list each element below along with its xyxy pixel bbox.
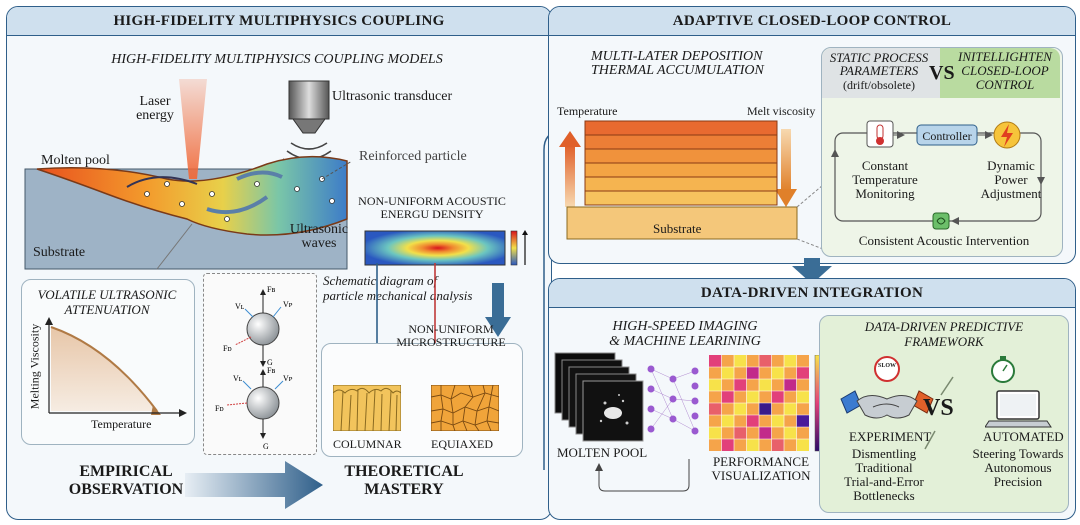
reinforced-particle-label: Reinforced particle bbox=[359, 149, 467, 164]
vs-slashes bbox=[924, 376, 954, 450]
laser-energy-label: Laser energy bbox=[136, 94, 174, 123]
controller-label[interactable]: Controller bbox=[922, 129, 972, 143]
ultrasonic-waves-label: Ultrasonic waves bbox=[289, 222, 349, 251]
slow-label: SLOW bbox=[877, 363, 896, 369]
molten-pool-caption: MOLTEN POOL bbox=[557, 445, 648, 460]
monitoring-label: Constant Temperature Monitoring bbox=[852, 158, 918, 201]
microstructure-title: NON-UNIFORM MICROSTRUCTURE bbox=[396, 322, 506, 349]
transducer-body bbox=[288, 80, 330, 120]
force-label-g-2: G bbox=[263, 442, 269, 451]
feedback-arrow bbox=[595, 459, 690, 492]
control-vs-label: VS bbox=[929, 62, 955, 84]
lightning-icon bbox=[993, 121, 1021, 149]
automated-laptop-icon bbox=[985, 356, 1052, 428]
cross-section-illustration bbox=[24, 79, 353, 270]
force-label-vp-1: Vᴘ bbox=[283, 300, 293, 309]
force-label-fd-1: Fᴅ bbox=[223, 344, 232, 353]
acoustic-intervention-label: Consistent Acoustic Intervention bbox=[858, 233, 1030, 248]
stopwatch-icon bbox=[991, 356, 1015, 383]
force-label-g-1: G bbox=[267, 358, 273, 367]
force-label-vl-2: Vʟ bbox=[233, 374, 243, 383]
particle-lower bbox=[226, 369, 284, 439]
equiaxed-grains bbox=[431, 385, 499, 431]
deposition-substrate-label: Substrate bbox=[653, 221, 702, 236]
transducer-tip bbox=[292, 118, 326, 134]
static-params-title: STATIC PROCESS PARAMETERS bbox=[829, 50, 929, 78]
schematic-label: Schematic diagram of particle mechanical… bbox=[323, 273, 473, 303]
equiaxed-label: EQUIAXED bbox=[431, 437, 493, 451]
acoustic-emitter-icon bbox=[932, 212, 950, 230]
imaging-title: HIGH-SPEED IMAGING & MACHINE LEARINING bbox=[609, 319, 761, 349]
models-subtitle: HIGH-FIDELITY MULTIPHYSICS COUPLING MODE… bbox=[111, 52, 443, 67]
molten-pool-shape bbox=[36, 155, 348, 236]
force-label-fd-2: Fᴅ bbox=[215, 404, 224, 413]
progression-arrow bbox=[185, 461, 323, 509]
deposition-stack bbox=[559, 120, 823, 250]
temperature-label: Temperature bbox=[557, 104, 618, 118]
attenuation-ylabel: Melting Viscosity bbox=[27, 323, 42, 410]
automated-label: AUTOMATED bbox=[983, 429, 1064, 444]
theoretical-label: THEORETICAL MASTERY bbox=[344, 463, 464, 498]
data-driven-panel-title: DATA-DRIVEN INTEGRATION bbox=[549, 279, 1075, 308]
transducer-label: Ultrasonic transducer bbox=[332, 89, 453, 104]
closed-loop-header bbox=[940, 48, 1060, 98]
closed-loop-panel-title: ADAPTIVE CLOSED-LOOP CONTROL bbox=[549, 7, 1075, 36]
framework-vs-label: VS bbox=[923, 395, 954, 421]
attenuation-xlabel: Temperature bbox=[91, 417, 152, 431]
force-label-vl-1: Vʟ bbox=[235, 302, 245, 311]
force-label-fb-1: Fʙ bbox=[267, 285, 275, 294]
columnar-label: COLUMNAR bbox=[333, 437, 402, 451]
performance-heatmap bbox=[709, 355, 823, 452]
empirical-label: EMPIRICAL OBSERVATION bbox=[68, 463, 184, 498]
experiment-label: EXPERIMENT bbox=[849, 429, 932, 444]
deposition-title: MULTI-LATER DEPOSITION THERMAL ACCUMULAT… bbox=[591, 49, 764, 78]
attenuation-title: VOLATILE ULTRASONIC ATTENUATION bbox=[37, 287, 177, 317]
data-driven-panel: DATA-DRIVEN INTEGRATION HIGH-SPEED IMAGI… bbox=[548, 278, 1076, 520]
closed-loop-title: INITELLIGHTEN CLOSED-LOOP CONTROL bbox=[958, 49, 1052, 92]
force-label-fb-2: Fʙ bbox=[267, 366, 275, 375]
columnar-grains bbox=[333, 385, 401, 431]
force-label-vp-2: Vᴘ bbox=[283, 374, 293, 383]
automated-description: Steering Towards Autonomous Precision bbox=[972, 446, 1064, 489]
force-diagram: Fʙ Vʟ Vᴘ Fᴅ G Fʙ Vʟ Vᴘ Fᴅ G bbox=[215, 285, 293, 451]
acoustic-density-map bbox=[364, 230, 528, 266]
acoustic-density-title: NON-UNIFORM ACOUSTIC ENERGU DENSITY bbox=[358, 194, 506, 221]
experiment-handshake-icon bbox=[840, 356, 934, 419]
multiphysics-panel: HIGH-FIDELITY MULTIPHYSICS COUPLING HIGH… bbox=[6, 6, 552, 520]
molten-pool-label: Molten pool bbox=[41, 153, 110, 168]
attenuation-chart bbox=[45, 317, 187, 417]
down-arrow-icon bbox=[485, 283, 511, 337]
performance-caption: PERFORMANCE VISUALIZATION bbox=[711, 454, 811, 483]
force-analysis-box bbox=[203, 273, 317, 455]
closed-loop-panel: ADAPTIVE CLOSED-LOOP CONTROL MULTI-LATER… bbox=[548, 6, 1076, 264]
substrate-label: Substrate bbox=[33, 245, 86, 260]
melt-viscosity-label: Melt viscosity bbox=[747, 104, 816, 118]
control-loop-diagram bbox=[831, 120, 1045, 230]
power-adjustment-label: Dynamic Power Adjustment bbox=[980, 158, 1042, 201]
multiphysics-panel-title: HIGH-FIDELITY MULTIPHYSICS COUPLING bbox=[7, 7, 551, 36]
thermometer-icon bbox=[866, 120, 894, 148]
particle-upper bbox=[234, 289, 282, 367]
laser-beam bbox=[179, 79, 207, 179]
framework-title: DATA-DRIVEN PREDICTIVE FRAMEWORK bbox=[864, 319, 1024, 349]
experiment-description: Dismentling Traditional Trial-and-Error … bbox=[844, 446, 924, 503]
static-params-sub: (drift/obsolete) bbox=[843, 78, 915, 92]
static-params-header bbox=[822, 48, 940, 98]
molten-pool-image-stack bbox=[554, 352, 644, 442]
neural-network-icon bbox=[647, 365, 699, 435]
right-down-arrow-icon bbox=[792, 258, 832, 284]
